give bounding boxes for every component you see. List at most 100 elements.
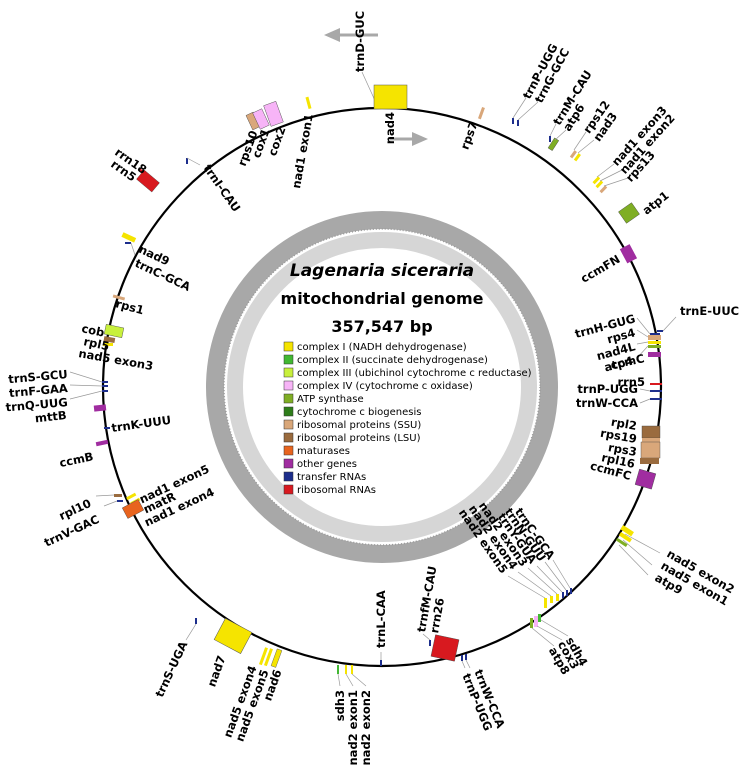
gene-nad4: nad4 — [373, 84, 408, 144]
gene-label: atp1 — [640, 188, 672, 217]
gene-trnS-UGA: trnS-UGA — [152, 618, 197, 699]
gene-trnE-UUC: trnE-UUC — [657, 304, 739, 332]
leader-line — [636, 341, 649, 345]
gene-block — [430, 634, 460, 662]
legend-item: other genes — [283, 458, 357, 470]
gene-trnK-UUU: trnK-UUU — [104, 413, 172, 435]
legend-label: ribosomal proteins (LSU) — [297, 433, 421, 444]
legend-swatch — [283, 406, 294, 417]
gene-block — [620, 525, 634, 537]
gene-nad2-exon1: nad2 exon1 — [345, 665, 360, 766]
leader-line — [185, 623, 197, 641]
gene-block — [213, 618, 253, 654]
gene-block — [640, 458, 659, 464]
gene-block — [103, 324, 125, 338]
gene-label: mttB — [34, 408, 67, 425]
legend-label: complex I (NADH dehydrogenase) — [297, 342, 467, 353]
gene-block — [569, 150, 577, 159]
gene-rps7: rps7 — [458, 107, 485, 151]
legend-swatch — [283, 393, 294, 404]
leader-line — [636, 317, 651, 335]
gene-label: nad2 exon2 — [359, 690, 373, 766]
leader-line — [536, 565, 563, 593]
leader-line — [549, 123, 557, 137]
gene-block — [615, 537, 628, 547]
gene-block — [95, 439, 109, 447]
legend-swatch — [283, 367, 294, 378]
leader-line — [422, 633, 431, 641]
gene-trnI-CAU: trnI-CAU — [186, 157, 243, 215]
gene-cob: cob — [80, 321, 125, 340]
gene-block — [618, 532, 632, 543]
gene-label: rps1 — [114, 296, 145, 317]
gene-trnL-CAA: trnL-CAA — [374, 590, 388, 666]
gene-nad1-exon1: nad1 exon1 — [289, 96, 316, 190]
gene-label: nad7 — [204, 654, 228, 689]
leader-line — [186, 157, 201, 166]
gene-label: rpl5 — [82, 334, 110, 353]
gene-label: nad2 exon1 — [346, 690, 360, 766]
gene-label: rrn26 — [427, 597, 447, 634]
gene-ccmC: ccmC — [609, 351, 661, 372]
gene-block — [544, 598, 547, 608]
legend-swatch — [283, 341, 294, 352]
legend: complex I (NADH dehydrogenase) complex I… — [283, 341, 532, 496]
gene-label: cox2 — [265, 125, 288, 158]
gene-block — [258, 647, 268, 666]
legend-item: transfer RNAs — [283, 471, 366, 483]
leader-line — [552, 559, 571, 589]
gene-block — [534, 616, 538, 627]
legend-item: complex III (ubichinol cytochrome c redu… — [283, 367, 532, 379]
leader-line — [103, 500, 118, 507]
gene-label: rps3 — [607, 440, 638, 459]
gene-block — [195, 618, 197, 624]
gene-rrn5: rrn5 — [617, 375, 662, 389]
gene-block — [619, 244, 638, 264]
gene-block — [641, 425, 661, 439]
leader-line — [636, 329, 649, 338]
gc-content-texture — [223, 228, 541, 546]
legend-label: maturases — [297, 446, 350, 457]
gene-block — [650, 383, 662, 385]
gene-block — [112, 294, 126, 301]
direction-arrow-outer — [324, 28, 378, 42]
legend-item: ATP synthase — [283, 393, 364, 405]
gene-rrn26: rrn26 — [427, 597, 460, 662]
leader-line — [662, 316, 677, 332]
gene-trnP-UGG-2: trnP-UGG — [577, 382, 662, 396]
gene-label: trnF-GAA — [8, 381, 68, 400]
legend-label: complex IV (cytochrome c oxidase) — [297, 381, 473, 392]
gene-rps1: rps1 — [112, 294, 146, 317]
gene-mttB: mttB — [34, 404, 107, 425]
gene-rpl16: rpl16 — [600, 450, 659, 471]
gene-block — [573, 153, 581, 162]
direction-arrow-inner — [390, 132, 428, 146]
leader-line — [618, 544, 649, 576]
legend-item: complex I (NADH dehydrogenase) — [283, 341, 467, 353]
gene-label: ccmC — [609, 351, 645, 372]
legend-swatch — [283, 380, 294, 391]
gene-block — [478, 107, 485, 120]
gene-block — [549, 136, 551, 142]
leader-line — [461, 660, 466, 669]
leader-line — [639, 398, 651, 404]
gene-block — [461, 655, 463, 661]
gene-block — [538, 614, 541, 622]
leader-line — [512, 97, 527, 119]
gene-label: trnP-UGG — [577, 382, 638, 396]
gene-block — [373, 84, 408, 110]
legend-label: ribosomal proteins (SSU) — [297, 420, 421, 431]
gene-block — [345, 665, 347, 674]
gene-block — [562, 592, 564, 598]
gene-block — [570, 588, 572, 594]
gene-block — [380, 660, 382, 666]
legend-label: other genes — [297, 459, 357, 470]
leader-line — [639, 388, 651, 392]
legend-item: ribosomal proteins (SSU) — [283, 419, 421, 431]
gene-block — [648, 335, 661, 340]
gene-nad2-exon2: nad2 exon2 — [351, 665, 373, 766]
gene-block — [595, 180, 604, 189]
legend-item: complex II (succinate dehydrogenase) — [283, 354, 488, 366]
legend-swatch — [283, 445, 294, 456]
